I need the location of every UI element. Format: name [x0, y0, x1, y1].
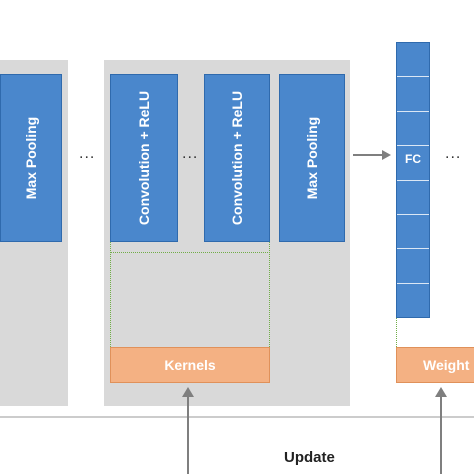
kernel-connector-right [269, 242, 270, 347]
max-pooling-block-1: Max Pooling [0, 74, 62, 242]
fc-neuron [397, 249, 429, 284]
fc-neuron [397, 43, 429, 78]
kernel-connector-left [110, 242, 111, 347]
fc-label: FC [405, 152, 421, 166]
update-feedback-lines [0, 387, 474, 474]
conv-relu-label-1: Convolution + ReLU [136, 90, 152, 226]
kernels-box: Kernels [110, 347, 270, 383]
weights-label: Weight [423, 357, 470, 373]
arrow-to-fc [353, 150, 391, 160]
fc-layer [396, 42, 430, 318]
fc-neuron [397, 112, 429, 147]
fc-neuron [397, 284, 429, 317]
ellipsis-right: ... [445, 145, 462, 162]
max-pooling-label-2: Max Pooling [304, 116, 320, 200]
weights-box: Weight [396, 347, 474, 383]
fc-neuron [397, 146, 429, 181]
fc-neuron [397, 215, 429, 250]
conv-relu-block-1: Convolution + ReLU [110, 74, 178, 242]
ellipsis-left: ... [79, 145, 96, 162]
kernels-label: Kernels [164, 357, 216, 373]
kernel-connector-top [110, 252, 270, 253]
update-label: Update [284, 449, 335, 466]
max-pooling-block-2: Max Pooling [279, 74, 345, 242]
weights-connector [396, 318, 397, 347]
fc-neuron [397, 77, 429, 112]
conv-relu-label-2: Convolution + ReLU [229, 90, 245, 226]
ellipsis-middle: ... [182, 145, 199, 162]
max-pooling-label-1: Max Pooling [23, 116, 39, 200]
conv-relu-block-2: Convolution + ReLU [204, 74, 270, 242]
fc-neuron [397, 181, 429, 215]
